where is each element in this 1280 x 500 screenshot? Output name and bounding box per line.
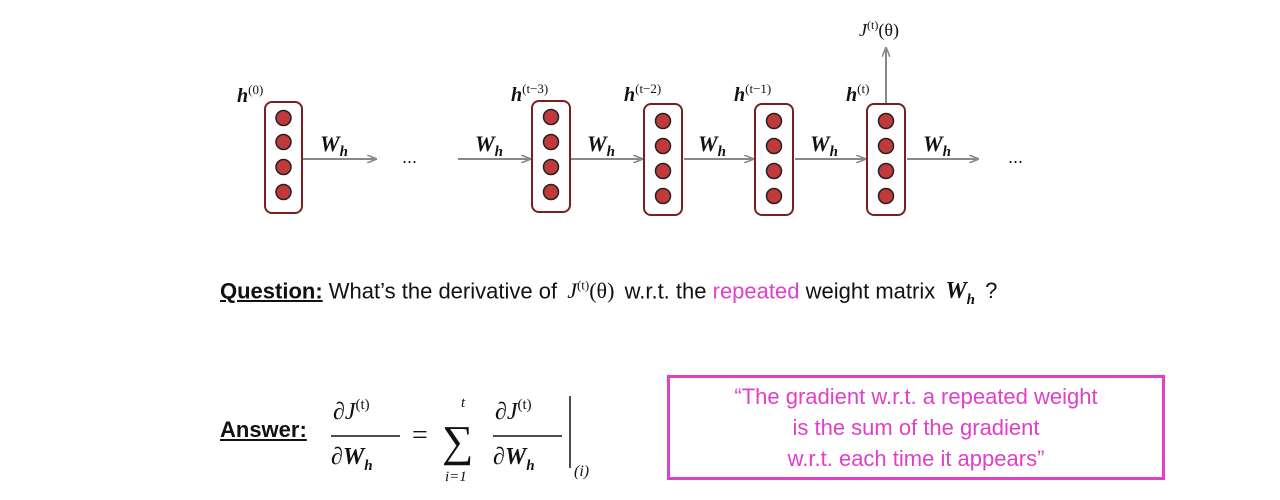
ellipsis-left: ...	[402, 147, 417, 167]
answer-label: Answer:	[220, 417, 307, 442]
weight-label: Wh	[698, 131, 726, 160]
label-h-t-3: h(t−3)	[511, 81, 548, 106]
svg-text:∂Wh: ∂Wh	[331, 444, 373, 474]
quote-line: is the sum of the gradient	[792, 415, 1040, 440]
question-weight: Wh	[945, 278, 976, 309]
weight-label: Wh	[475, 131, 503, 160]
quote-box: “The gradient w.r.t. a repeated weight i…	[667, 375, 1165, 480]
svg-text:∂Wh: ∂Wh	[493, 444, 535, 474]
question-text-2: w.r.t. the	[624, 278, 707, 304]
label-h-t-1: h(t−1)	[734, 81, 771, 106]
hidden-state-t-2	[643, 103, 683, 216]
question-line: Question: What’s the derivative of J(t)(…	[220, 278, 997, 309]
ellipsis-right: ...	[1008, 147, 1023, 167]
svg-text:∂J(t): ∂J(t)	[333, 397, 370, 425]
svg-text:(i): (i)	[574, 463, 589, 480]
svg-text:=: =	[412, 420, 428, 451]
hidden-state-h0	[264, 101, 303, 214]
question-loss: J(t)(θ)	[567, 278, 615, 304]
question-highlight: repeated	[712, 278, 800, 304]
question-text-1: What’s the derivative of	[328, 278, 558, 304]
svg-text:t: t	[461, 395, 466, 411]
question-mark: ?	[985, 278, 998, 304]
quote-line: “The gradient w.r.t. a repeated weight	[734, 384, 1098, 409]
svg-text:i=1: i=1	[445, 469, 467, 485]
label-h-t-2: h(t−2)	[624, 81, 661, 106]
question-text-3: weight matrix	[805, 278, 936, 304]
svg-text:∂J(t): ∂J(t)	[495, 397, 532, 425]
weight-label: Wh	[587, 131, 615, 160]
hidden-state-t-1	[754, 103, 794, 216]
rnn-diagram: h(0) h(t−3) h(t−2) h(t−1) h(t) Wh Wh Wh …	[237, 18, 1023, 216]
quote-line: w.r.t. each time it appears”	[787, 446, 1045, 471]
label-h0: h(0)	[237, 82, 263, 107]
svg-text:∑: ∑	[442, 417, 473, 466]
weight-label: Wh	[320, 131, 348, 160]
weight-label: Wh	[810, 131, 838, 160]
weight-label: Wh	[923, 131, 951, 160]
hidden-state-t	[866, 103, 906, 216]
question-label: Question:	[220, 278, 323, 304]
label-h-t: h(t)	[846, 81, 869, 106]
answer-formula: ∂J(t) ∂Wh = t ∑ i=1 ∂J(t) ∂Wh (i)	[331, 395, 589, 485]
hidden-state-t-3	[531, 100, 571, 213]
loss-label: J(t)(θ)	[859, 18, 899, 41]
